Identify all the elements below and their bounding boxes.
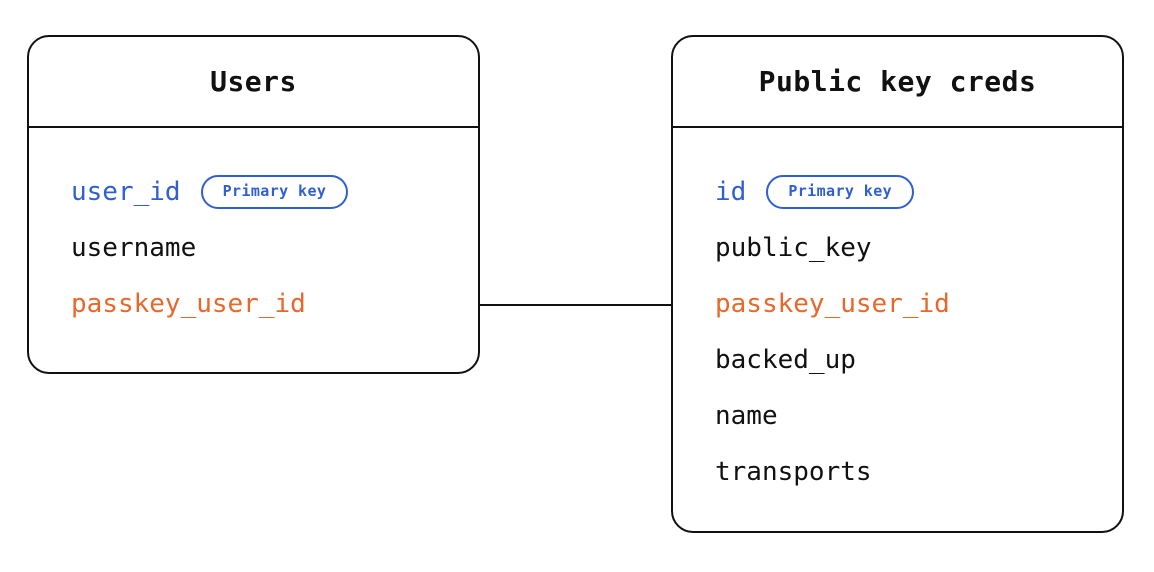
relationship-connector-users-to-public-key-creds [480, 304, 671, 306]
field-name-user-id: user_id [71, 177, 181, 207]
field-name-username: username [71, 233, 197, 263]
entity-header-users: Users [29, 37, 478, 128]
entity-title-public-key-creds: Public key creds [758, 64, 1037, 98]
field-row-username[interactable]: username [71, 220, 478, 276]
field-row-id[interactable]: id Primary key [715, 164, 1122, 220]
entity-field-list-users: user_id Primary key username passkey_use… [29, 128, 478, 372]
field-name-id: id [715, 177, 747, 207]
field-row-user-id[interactable]: user_id Primary key [71, 164, 478, 220]
field-name-name: name [715, 401, 778, 431]
field-name-transports: transports [715, 457, 872, 487]
field-name-backed-up: backed_up [715, 345, 856, 375]
field-row-passkey-user-id[interactable]: passkey_user_id [715, 276, 1122, 332]
field-row-name[interactable]: name [715, 388, 1122, 444]
field-name-public-key: public_key [715, 233, 872, 263]
field-row-passkey-user-id[interactable]: passkey_user_id [71, 276, 478, 332]
entity-title-users: Users [210, 64, 297, 98]
entity-table-public-key-creds[interactable]: Public key creds id Primary key public_k… [671, 35, 1124, 533]
entity-field-list-public-key-creds: id Primary key public_key passkey_user_i… [673, 128, 1122, 531]
field-row-backed-up[interactable]: backed_up [715, 332, 1122, 388]
entity-table-users[interactable]: Users user_id Primary key username passk… [27, 35, 480, 374]
entity-header-public-key-creds: Public key creds [673, 37, 1122, 128]
primary-key-badge: Primary key [766, 175, 915, 209]
field-name-passkey-user-id: passkey_user_id [71, 289, 306, 319]
field-row-transports[interactable]: transports [715, 444, 1122, 500]
field-row-public-key[interactable]: public_key [715, 220, 1122, 276]
primary-key-badge: Primary key [200, 175, 349, 209]
field-name-passkey-user-id: passkey_user_id [715, 289, 950, 319]
